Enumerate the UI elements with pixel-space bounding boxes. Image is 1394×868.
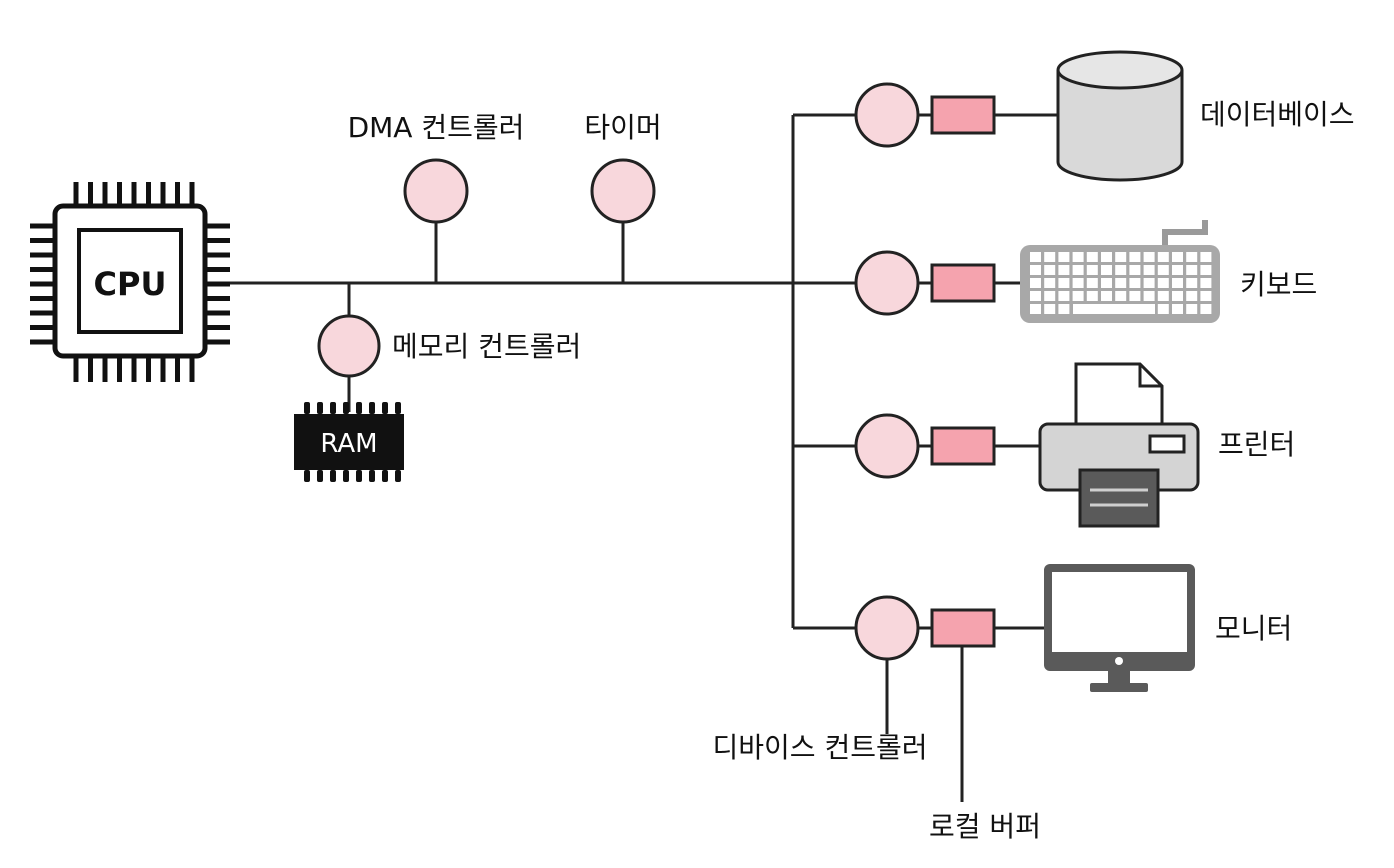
cpu-chip-icon: CPU (30, 182, 230, 382)
timer-controller: 타이머 (584, 111, 662, 283)
dma-controller-label: DMA 컨트롤러 (348, 111, 525, 144)
dma-controller: DMA 컨트롤러 (348, 111, 525, 283)
ram-chip-icon: RAM (294, 402, 404, 482)
memory-controller-label: 메모리 컨트롤러 (392, 330, 581, 363)
local-buffer-box (930, 263, 996, 303)
database-cylinder-icon (1056, 50, 1184, 182)
system-bus (205, 113, 855, 630)
keyboard-icon (1020, 220, 1220, 323)
device-controller-callout: 디바이스 컨트롤러 (713, 659, 928, 764)
device-controller-label: 디바이스 컨트롤러 (713, 731, 928, 764)
local-buffer-callout: 로컬 버퍼 (929, 647, 1041, 843)
cpu-label: CPU (94, 265, 167, 303)
printer-label: 프린터 (1218, 428, 1295, 461)
local-buffer-label: 로컬 버퍼 (929, 810, 1041, 843)
memory-controller: 메모리 컨트롤러 (317, 283, 581, 412)
database-label: 데이터베이스 (1200, 98, 1355, 131)
monitor-label: 모니터 (1215, 612, 1292, 645)
device-rows (854, 82, 1058, 661)
timer-label: 타이머 (584, 111, 661, 144)
device-controller-row (854, 82, 1058, 148)
device-controller-row (854, 595, 1044, 661)
local-buffer-box (930, 608, 996, 648)
device-controller-node (854, 82, 920, 148)
device-controller-node (854, 595, 920, 661)
keyboard-label: 키보드 (1240, 268, 1317, 301)
device-controller-row (854, 250, 1020, 316)
ram-label: RAM (320, 429, 377, 459)
printer-icon (1038, 362, 1200, 528)
local-buffer-box (930, 95, 996, 135)
device-controller-row (854, 413, 1040, 479)
device-controller-node (854, 413, 920, 479)
monitor-icon (1044, 564, 1195, 692)
local-buffer-box (930, 426, 996, 466)
device-controller-node (854, 250, 920, 316)
